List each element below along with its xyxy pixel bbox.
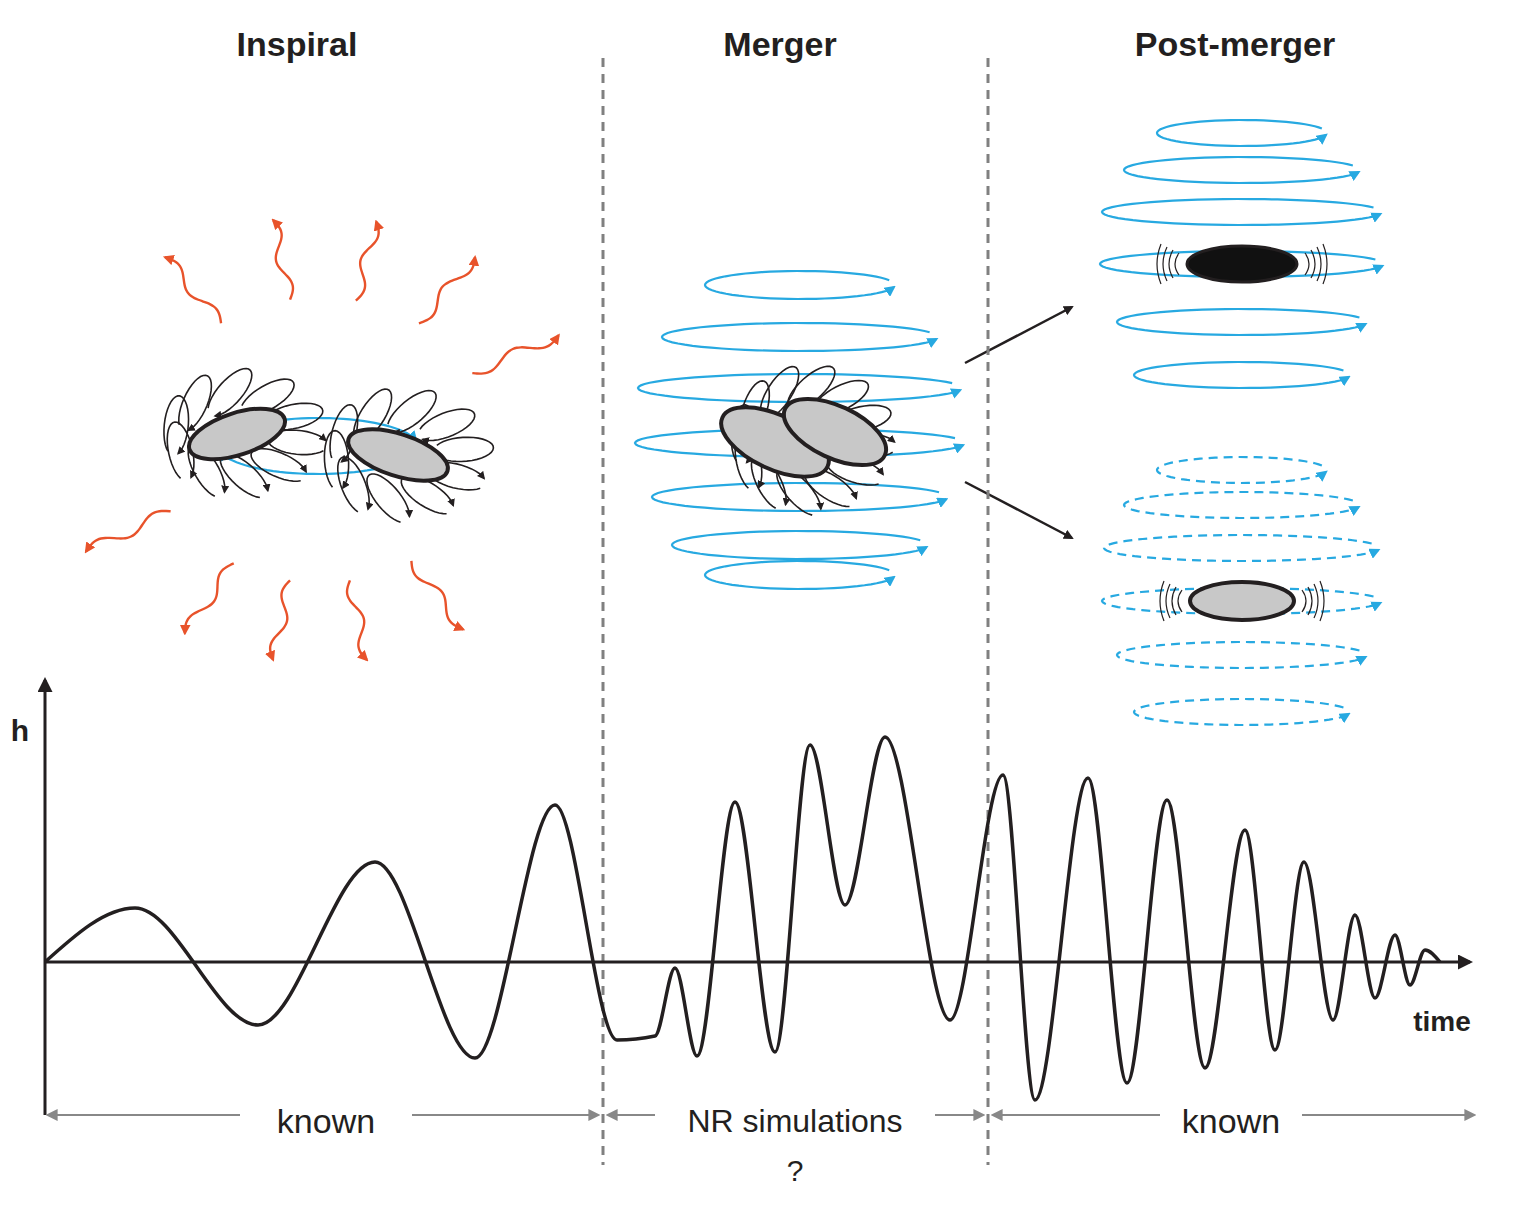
range-line — [1302, 1114, 1474, 1116]
field-ring — [1134, 362, 1349, 388]
radiation-arrow — [86, 511, 171, 552]
ripple-arc — [1163, 247, 1167, 281]
neutron-star — [342, 419, 454, 491]
tidal-loop — [220, 454, 267, 498]
range-line — [608, 1114, 655, 1116]
field-ring — [1117, 642, 1366, 668]
range-line — [993, 1114, 1160, 1116]
ripple-arc — [1314, 584, 1318, 618]
ripple-arc — [1172, 587, 1176, 615]
neutron-star — [774, 385, 896, 479]
field-ring — [1102, 199, 1380, 225]
compact-objects — [183, 246, 1297, 620]
field-ring — [1134, 699, 1349, 725]
field-ring — [1124, 492, 1359, 518]
range-line — [935, 1114, 983, 1116]
field-ring — [705, 561, 894, 589]
radiation-arrow — [165, 257, 221, 323]
tidal-loop — [420, 409, 475, 440]
note-mark: ? — [787, 1154, 804, 1187]
radiation-arrow — [419, 257, 475, 323]
waveform — [45, 737, 1440, 1100]
ripple-arc — [1160, 581, 1164, 621]
phase-title: Merger — [723, 26, 836, 63]
range-line — [48, 1114, 240, 1116]
tidal-loop — [388, 391, 436, 433]
ringdown-ripples — [1157, 244, 1327, 621]
axis-label: h — [11, 714, 29, 747]
field-ring — [662, 323, 936, 351]
field-ring — [1104, 535, 1378, 561]
ripple-arc — [1317, 247, 1321, 281]
ripple-arc — [1305, 253, 1309, 275]
radiation-arrow — [347, 580, 367, 660]
phase-dividers — [603, 58, 988, 1165]
radiation-arrow — [411, 561, 463, 629]
outcome-arrow — [965, 482, 1072, 538]
ripple-arc — [1157, 244, 1161, 284]
radiation-arrow — [270, 580, 290, 660]
field-ring — [1157, 457, 1326, 483]
field-ring — [1157, 120, 1326, 146]
tidal-loop — [164, 396, 189, 454]
ripple-arc — [1311, 250, 1315, 278]
axis-label: time — [1413, 1007, 1471, 1038]
radiation-arrows — [86, 220, 559, 660]
field-ring — [705, 271, 894, 299]
range-label: NR simulations — [687, 1104, 902, 1139]
tidal-loops — [164, 366, 895, 522]
ripple-arc — [1169, 250, 1173, 278]
radiation-arrow — [356, 222, 379, 301]
black-hole — [1187, 246, 1297, 282]
ripple-arc — [1178, 590, 1182, 612]
ripple-arc — [1323, 244, 1327, 284]
range-line — [412, 1114, 598, 1116]
field-ring — [1124, 157, 1359, 183]
axes — [45, 680, 1470, 1115]
ripple-arc — [1166, 584, 1170, 618]
field-ring — [672, 531, 927, 559]
radiation-arrow — [472, 335, 558, 373]
y-axis — [44, 680, 47, 1115]
field-rings — [219, 120, 1382, 725]
divider-line — [987, 58, 990, 1165]
tidal-loop — [179, 375, 212, 430]
tidal-loop — [251, 449, 306, 482]
tidal-loop — [338, 457, 369, 512]
radiation-arrow — [185, 563, 234, 633]
phase-title: Inspiral — [237, 26, 358, 63]
tidal-loop — [367, 474, 409, 522]
ripple-arc — [1308, 587, 1312, 615]
ripple-arc — [1302, 590, 1306, 612]
neutron-star — [183, 399, 291, 470]
range-label: known — [277, 1103, 375, 1140]
strain-curve — [45, 737, 1440, 1100]
ripple-arc — [1320, 581, 1324, 621]
field-ring — [652, 483, 946, 511]
outcome-arrows — [965, 307, 1072, 538]
range-label: known — [1182, 1103, 1280, 1140]
radiation-arrow — [273, 220, 293, 300]
phase-title: Post-merger — [1135, 26, 1335, 63]
neutron-star-remnant — [1190, 582, 1294, 620]
field-ring — [1117, 309, 1366, 335]
outcome-arrow — [965, 307, 1072, 363]
ripple-arc — [1175, 253, 1179, 275]
